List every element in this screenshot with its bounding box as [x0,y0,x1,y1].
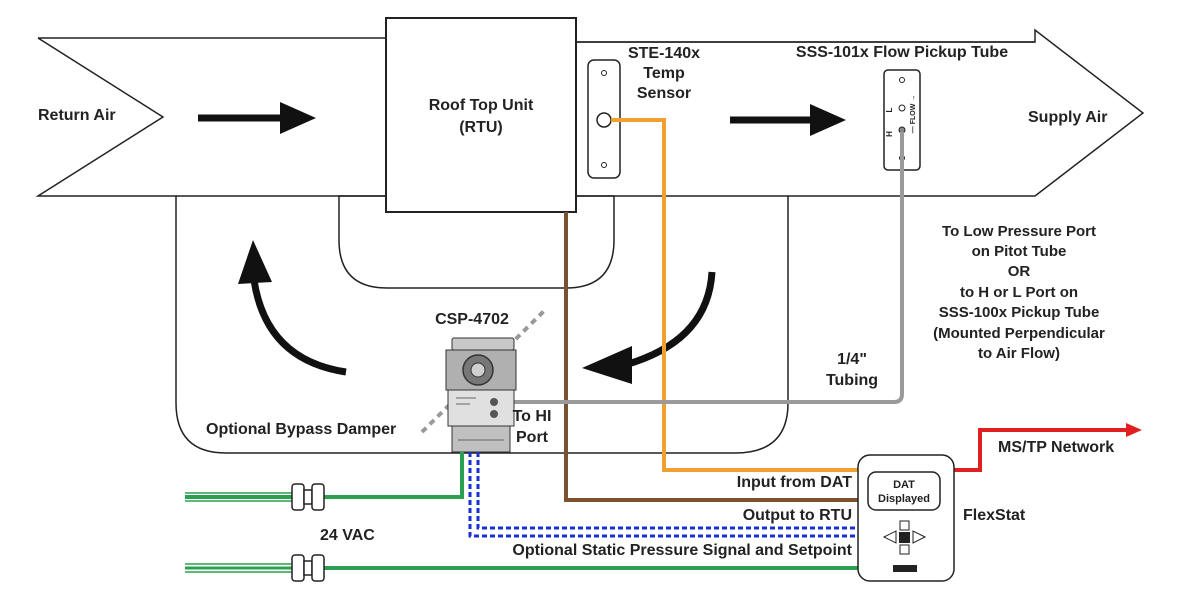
rtu-box [385,17,577,213]
power-wire-upper [185,452,464,499]
temp-sensor-label-2: Temp [643,65,685,82]
return-air-label: Return Air [38,107,116,124]
input-dat-label: Input from DAT [737,474,852,491]
pickup-l-label: L [885,107,894,112]
static-signal-cable-b [476,452,858,530]
mstp-arrow-head [1126,423,1142,437]
static-signal-label: Optional Static Pressure Signal and Setp… [512,542,852,559]
tubing-label-2: Tubing [826,372,878,389]
supply-flow-arrow [730,104,846,136]
mstp-label: MS/TP Network [998,439,1114,456]
bypass-damper-blade [420,308,547,434]
temp-sensor-label-1: STE-140x [628,45,700,62]
low-port-label-7: to Air Flow) [978,345,1060,362]
flexstat-label: FlexStat [963,507,1026,524]
output-wire [564,212,858,502]
temp-sensor-label-3: Sensor [637,85,691,102]
return-air-duct [35,28,1145,454]
flexstat-logo [893,565,917,572]
pickup-flow-label: — FLOW → [910,95,917,134]
bypass-up-arrow [238,240,347,376]
to-hi-port-label-1: To HI [513,408,552,425]
rtu-title-line2: (RTU) [459,119,503,136]
flexstat-right-key [912,530,927,544]
transformer-coupler-upper [291,483,325,511]
csp-label: CSP-4702 [435,311,509,328]
low-port-label-2: on Pitot Tube [972,243,1067,260]
csp-actuator [445,337,517,453]
transformer-coupler-lower [291,554,325,582]
flexstat-display-line1: DAT [893,479,915,491]
low-port-label-6: (Mounted Perpendicular [933,325,1105,342]
bypass-down-arrow [582,271,716,384]
mstp-network-line [954,428,1128,472]
low-port-label-1: To Low Pressure Port [942,223,1096,240]
flexstat-up-key [899,520,910,531]
to-hi-port-label-2: Port [516,429,549,446]
pressure-tubing [508,132,904,404]
rtu-title-line1: Roof Top Unit [429,97,534,114]
low-port-label-3: OR [1008,263,1031,280]
dat-wire [611,118,858,472]
low-port-label-4: to H or L Port on [960,284,1078,301]
flexstat-enter-key [899,532,910,543]
vac-label: 24 VAC [320,527,375,544]
flexstat-down-key [899,544,910,555]
supply-air-label: Supply Air [1028,109,1107,126]
output-rtu-label: Output to RTU [743,507,852,524]
pickup-h-label: H [885,131,894,137]
tubing-label-1: 1/4" [837,351,867,368]
low-port-label-5: SSS-100x Pickup Tube [939,304,1100,321]
flexstat-device [857,454,955,582]
flexstat-display-line2: Displayed [878,493,930,505]
flexstat-left-key [882,530,897,544]
bypass-damper-label: Optional Bypass Damper [206,421,396,438]
pickup-tube-label: SSS-101x Flow Pickup Tube [796,44,1008,61]
static-signal-cable-a [468,452,858,538]
return-flow-arrow [198,102,316,134]
